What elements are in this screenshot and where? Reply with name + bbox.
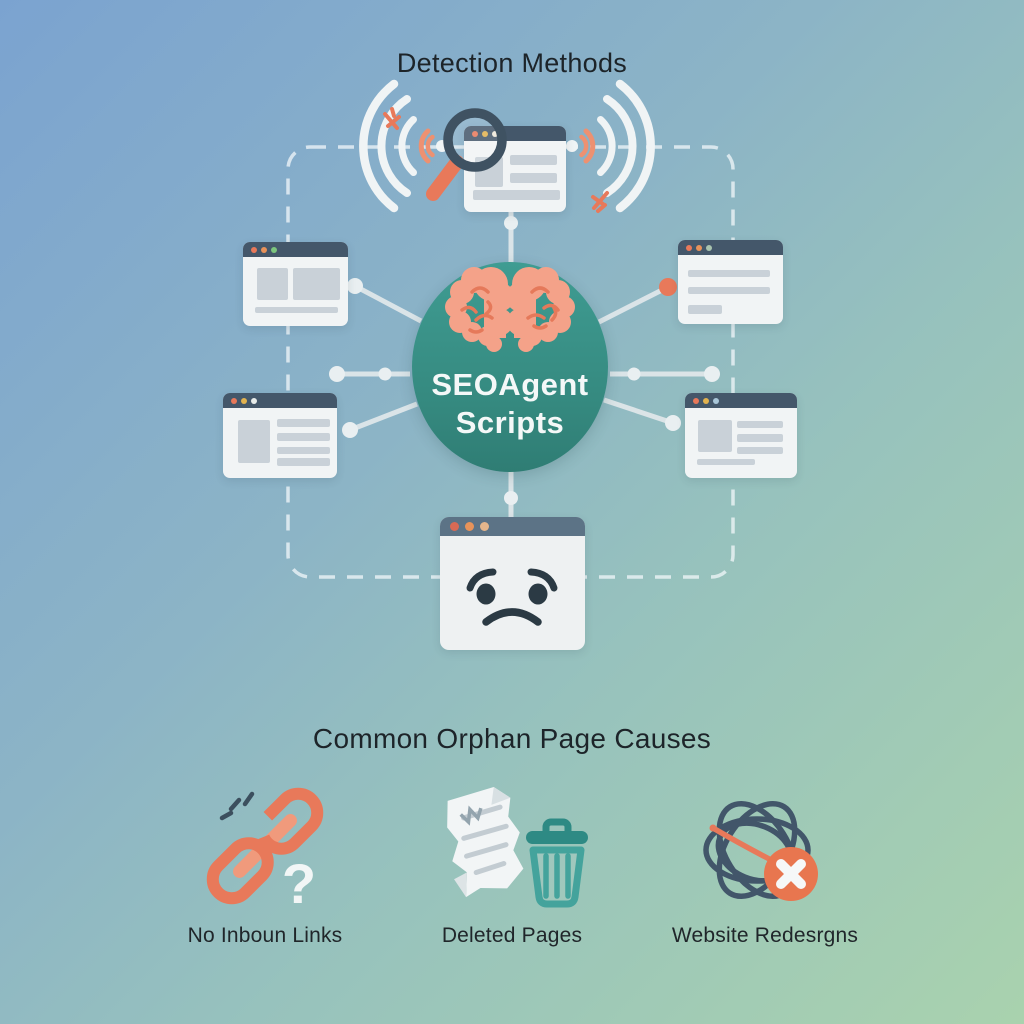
window-dot bbox=[261, 246, 267, 253]
window-dot bbox=[492, 130, 498, 137]
cause-label-deleted-pages: Deleted Pages bbox=[441, 924, 583, 947]
trash-can bbox=[526, 818, 588, 908]
hub-label-line2: Scripts bbox=[455, 405, 565, 440]
window-dot bbox=[472, 130, 478, 137]
content-block bbox=[293, 268, 340, 300]
deleted-page-trash-icon bbox=[447, 786, 588, 908]
content-bar bbox=[510, 173, 557, 183]
section-title-causes: Common Orphan Page Causes bbox=[312, 723, 712, 754]
content-block bbox=[257, 268, 288, 300]
browser-window-top-right bbox=[678, 240, 783, 324]
content-bar bbox=[277, 433, 330, 441]
orange-node bbox=[659, 278, 677, 296]
tangled-redesign-icon bbox=[703, 800, 818, 901]
content-block bbox=[475, 157, 503, 187]
window-dot bbox=[480, 522, 489, 531]
cause-label-website-redesigns: Website Redesrgns bbox=[671, 924, 859, 947]
window-dot bbox=[465, 522, 474, 531]
crumpled-page bbox=[447, 786, 524, 898]
window-titlebar bbox=[685, 393, 797, 408]
content-bar bbox=[737, 447, 783, 454]
content-bar bbox=[255, 307, 338, 313]
broken-chain-icon: ? bbox=[206, 787, 324, 915]
content-bar bbox=[688, 287, 770, 294]
signal-waves-right bbox=[566, 79, 655, 213]
window-dot bbox=[251, 246, 257, 253]
cause-label-no-inbound-links: No Inboun Links bbox=[187, 924, 343, 947]
sad-face-icon bbox=[466, 568, 558, 626]
hub-label: SEOAgent Scripts bbox=[412, 366, 608, 442]
content-bar bbox=[510, 155, 557, 165]
question-mark-glyph: ? bbox=[282, 852, 316, 915]
signal-waves-left bbox=[359, 79, 448, 213]
content-block bbox=[238, 420, 270, 463]
content-bar bbox=[277, 458, 330, 466]
window-dot bbox=[241, 397, 247, 404]
browser-window-bottom-left bbox=[223, 393, 337, 478]
redirect-arrow-line bbox=[710, 825, 780, 866]
window-titlebar bbox=[678, 240, 783, 255]
content-bar bbox=[473, 190, 560, 200]
crack-glyph-left bbox=[383, 107, 401, 130]
browser-window-top bbox=[464, 126, 566, 212]
content-bar bbox=[688, 270, 770, 277]
content-bar bbox=[697, 459, 755, 465]
window-dot bbox=[686, 244, 692, 251]
window-dot bbox=[251, 397, 257, 404]
window-titlebar bbox=[223, 393, 337, 408]
window-dot bbox=[482, 130, 488, 137]
window-dot bbox=[706, 244, 712, 251]
sad-face-browser-window bbox=[440, 517, 585, 650]
window-dot bbox=[693, 397, 699, 404]
window-dot bbox=[713, 397, 719, 404]
content-bar bbox=[688, 305, 722, 314]
error-x-badge bbox=[764, 847, 818, 901]
window-dot bbox=[231, 397, 237, 404]
content-bar bbox=[277, 419, 330, 427]
section-title-detection-methods: Detection Methods bbox=[396, 48, 628, 78]
content-block bbox=[698, 420, 732, 452]
window-dot bbox=[271, 246, 277, 253]
browser-window-bottom-right bbox=[685, 393, 797, 478]
window-dot bbox=[703, 397, 709, 404]
browser-window-top-left bbox=[243, 242, 348, 326]
content-bar bbox=[737, 434, 783, 442]
hub-label-line1: SEOAgent bbox=[431, 367, 589, 402]
crack-glyph-right bbox=[591, 191, 609, 213]
window-dot bbox=[696, 244, 702, 251]
seoagent-hub: SEOAgent Scripts bbox=[412, 262, 608, 472]
window-dot bbox=[450, 522, 459, 531]
content-bar bbox=[737, 421, 783, 428]
content-bar bbox=[277, 447, 330, 454]
window-titlebar bbox=[243, 242, 348, 257]
tangle-loops bbox=[703, 800, 811, 900]
window-titlebar bbox=[440, 517, 585, 536]
window-titlebar bbox=[464, 126, 566, 141]
snap-spark-lines bbox=[219, 791, 255, 821]
brain-icon bbox=[445, 267, 575, 352]
